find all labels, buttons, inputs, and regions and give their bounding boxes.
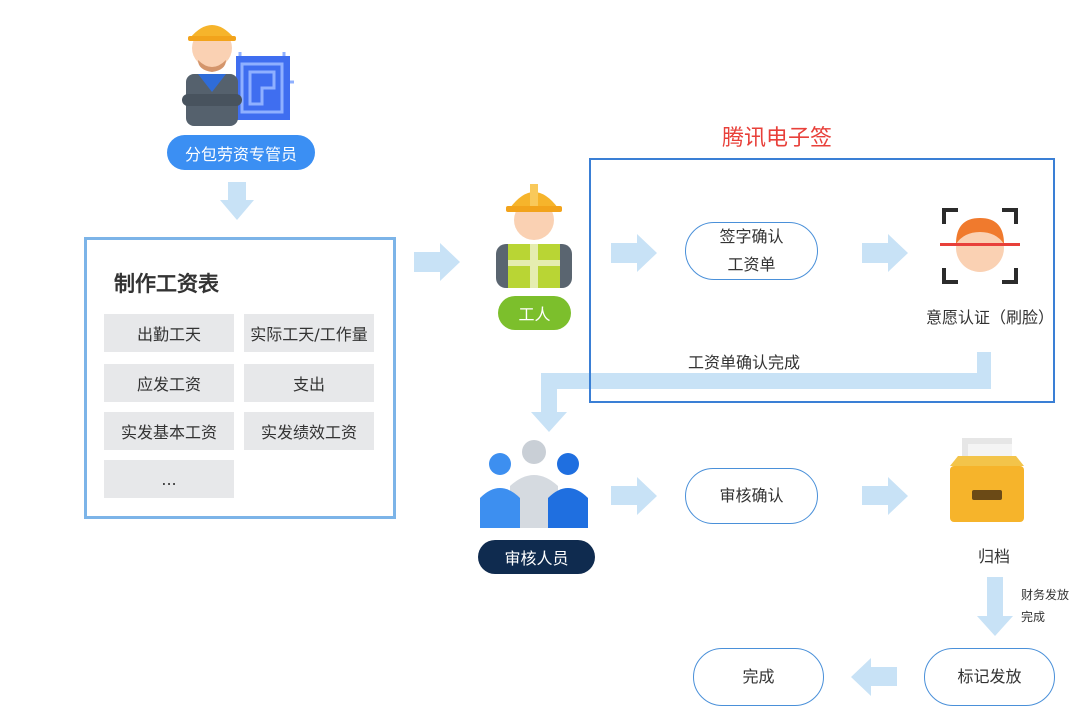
salary-item-attendance: 出勤工天 — [104, 314, 234, 352]
tencent-esign-title: 腾讯电子签 — [722, 126, 833, 151]
done-step: 完成 — [693, 648, 824, 706]
review-confirm-step: 审核确认 — [685, 468, 818, 524]
worker-label: 工人 — [518, 305, 551, 324]
face-auth-label: 意愿认证（刷脸） — [926, 308, 1055, 327]
finance-paid-line-1: 财务发放 — [1021, 588, 1070, 602]
salary-item-basic-net: 实发基本工资 — [104, 412, 234, 450]
salary-item-performance-net: 实发绩效工资 — [244, 412, 374, 450]
done-label: 完成 — [742, 667, 775, 686]
arrow-right-to-sign — [611, 234, 657, 272]
face-scan-icon — [940, 208, 1020, 284]
archive-label: 归档 — [978, 547, 1011, 566]
manager-illustration-icon — [182, 25, 294, 126]
sign-confirm-line-2: 工资单 — [727, 255, 776, 274]
salary-item-more: ... — [104, 460, 234, 498]
tencent-esign-box — [589, 158, 1055, 403]
worker-badge: 工人 — [498, 296, 571, 330]
arrow-left-to-done — [851, 658, 897, 696]
reviewer-badge: 审核人员 — [478, 540, 595, 574]
salary-item-expense: 支出 — [244, 364, 374, 402]
mark-paid-label: 标记发放 — [957, 667, 1022, 686]
sign-confirm-payroll-step: 签字确认 工资单 — [685, 222, 818, 280]
arrow-right-to-review — [611, 477, 657, 515]
payroll-confirmed-label: 工资单确认完成 — [688, 353, 801, 372]
salary-item-payable: 应发工资 — [104, 364, 234, 402]
review-confirm-label: 审核确认 — [719, 486, 784, 505]
mark-paid-step: 标记发放 — [924, 648, 1055, 706]
reviewers-group-icon — [480, 440, 588, 528]
salary-table-title: 制作工资表 — [114, 272, 219, 296]
arrow-right-to-worker — [414, 243, 460, 281]
archive-box-icon — [950, 438, 1024, 522]
finance-paid-line-2: 完成 — [1021, 610, 1046, 624]
arrow-right-to-archive — [862, 477, 908, 515]
salary-item-actual-workdays: 实际工天/工作量 — [244, 314, 374, 352]
arrow-down-to-mark — [977, 577, 1013, 636]
subcontract-manager-badge: 分包劳资专管员 — [167, 135, 315, 170]
reviewer-label: 审核人员 — [504, 549, 569, 568]
arrow-right-to-face — [862, 234, 908, 272]
arrow-down-manager — [220, 182, 254, 220]
worker-illustration-icon — [496, 184, 572, 288]
sign-confirm-line-1: 签字确认 — [719, 227, 784, 246]
subcontract-manager-label: 分包劳资专管员 — [184, 144, 297, 164]
